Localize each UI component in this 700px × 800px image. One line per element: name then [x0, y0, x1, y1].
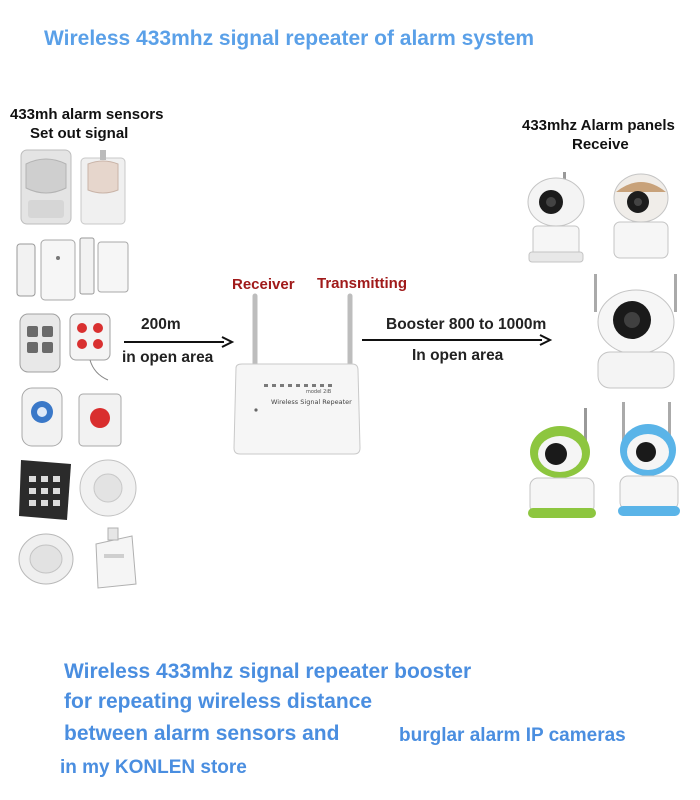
transmitting-label: Transmitting [317, 275, 408, 292]
repeater-device-name: Wireless Signal Repeater [271, 398, 352, 406]
ip-camera-icon [527, 172, 585, 263]
remote-control-2-icon [69, 313, 111, 381]
panic-button-icon [78, 393, 122, 447]
left-link-note: in open area [122, 349, 214, 366]
ip-camera-gold-icon [613, 173, 669, 259]
pir-sensor-2-icon [80, 150, 126, 225]
gas-detector-icon [95, 527, 137, 589]
footer-line3a: between alarm sensors and [64, 722, 340, 745]
doorbell-icon [21, 387, 63, 447]
footer-line1: Wireless 433mhz signal repeater booster [64, 660, 472, 683]
panels-label-line2: Receive [572, 136, 629, 153]
sensors-label-line1: 433mh alarm sensors [10, 106, 164, 123]
footer-line2: for repeating wireless distance [64, 690, 373, 713]
keypad-icon [19, 460, 71, 520]
panels-label-line1: 433mhz Alarm panels [522, 117, 675, 134]
right-link-note: In open area [412, 347, 504, 364]
door-contact-2-icon [79, 237, 129, 295]
antenna-left-icon [252, 293, 258, 371]
smoke-alarm-icon [18, 533, 74, 585]
remote-control-icon [19, 313, 61, 373]
repeater-model-text: model 2iB [306, 389, 332, 395]
ip-camera-blue-icon [618, 402, 680, 516]
left-link-distance: 200m [141, 316, 181, 333]
right-arrow-icon [362, 334, 553, 346]
antenna-right-icon [347, 293, 353, 371]
smoke-detector-icon [79, 459, 137, 517]
ip-camera-green-icon [528, 408, 596, 518]
footer-line4: in my KONLEN store [60, 757, 247, 778]
pir-sensor-icon [20, 149, 72, 225]
left-arrow-icon [124, 336, 235, 348]
door-contact-icon [16, 239, 76, 301]
receiver-label: Receiver [232, 276, 295, 293]
repeater-device-icon [233, 363, 361, 455]
sensors-label-line2: Set out signal [30, 125, 129, 142]
ip-camera-center-icon [594, 274, 677, 389]
footer-line3b: burglar alarm IP cameras [399, 725, 626, 746]
right-link-distance: Booster 800 to 1000m [386, 316, 547, 333]
page-title: Wireless 433mhz signal repeater of alarm… [44, 27, 535, 50]
